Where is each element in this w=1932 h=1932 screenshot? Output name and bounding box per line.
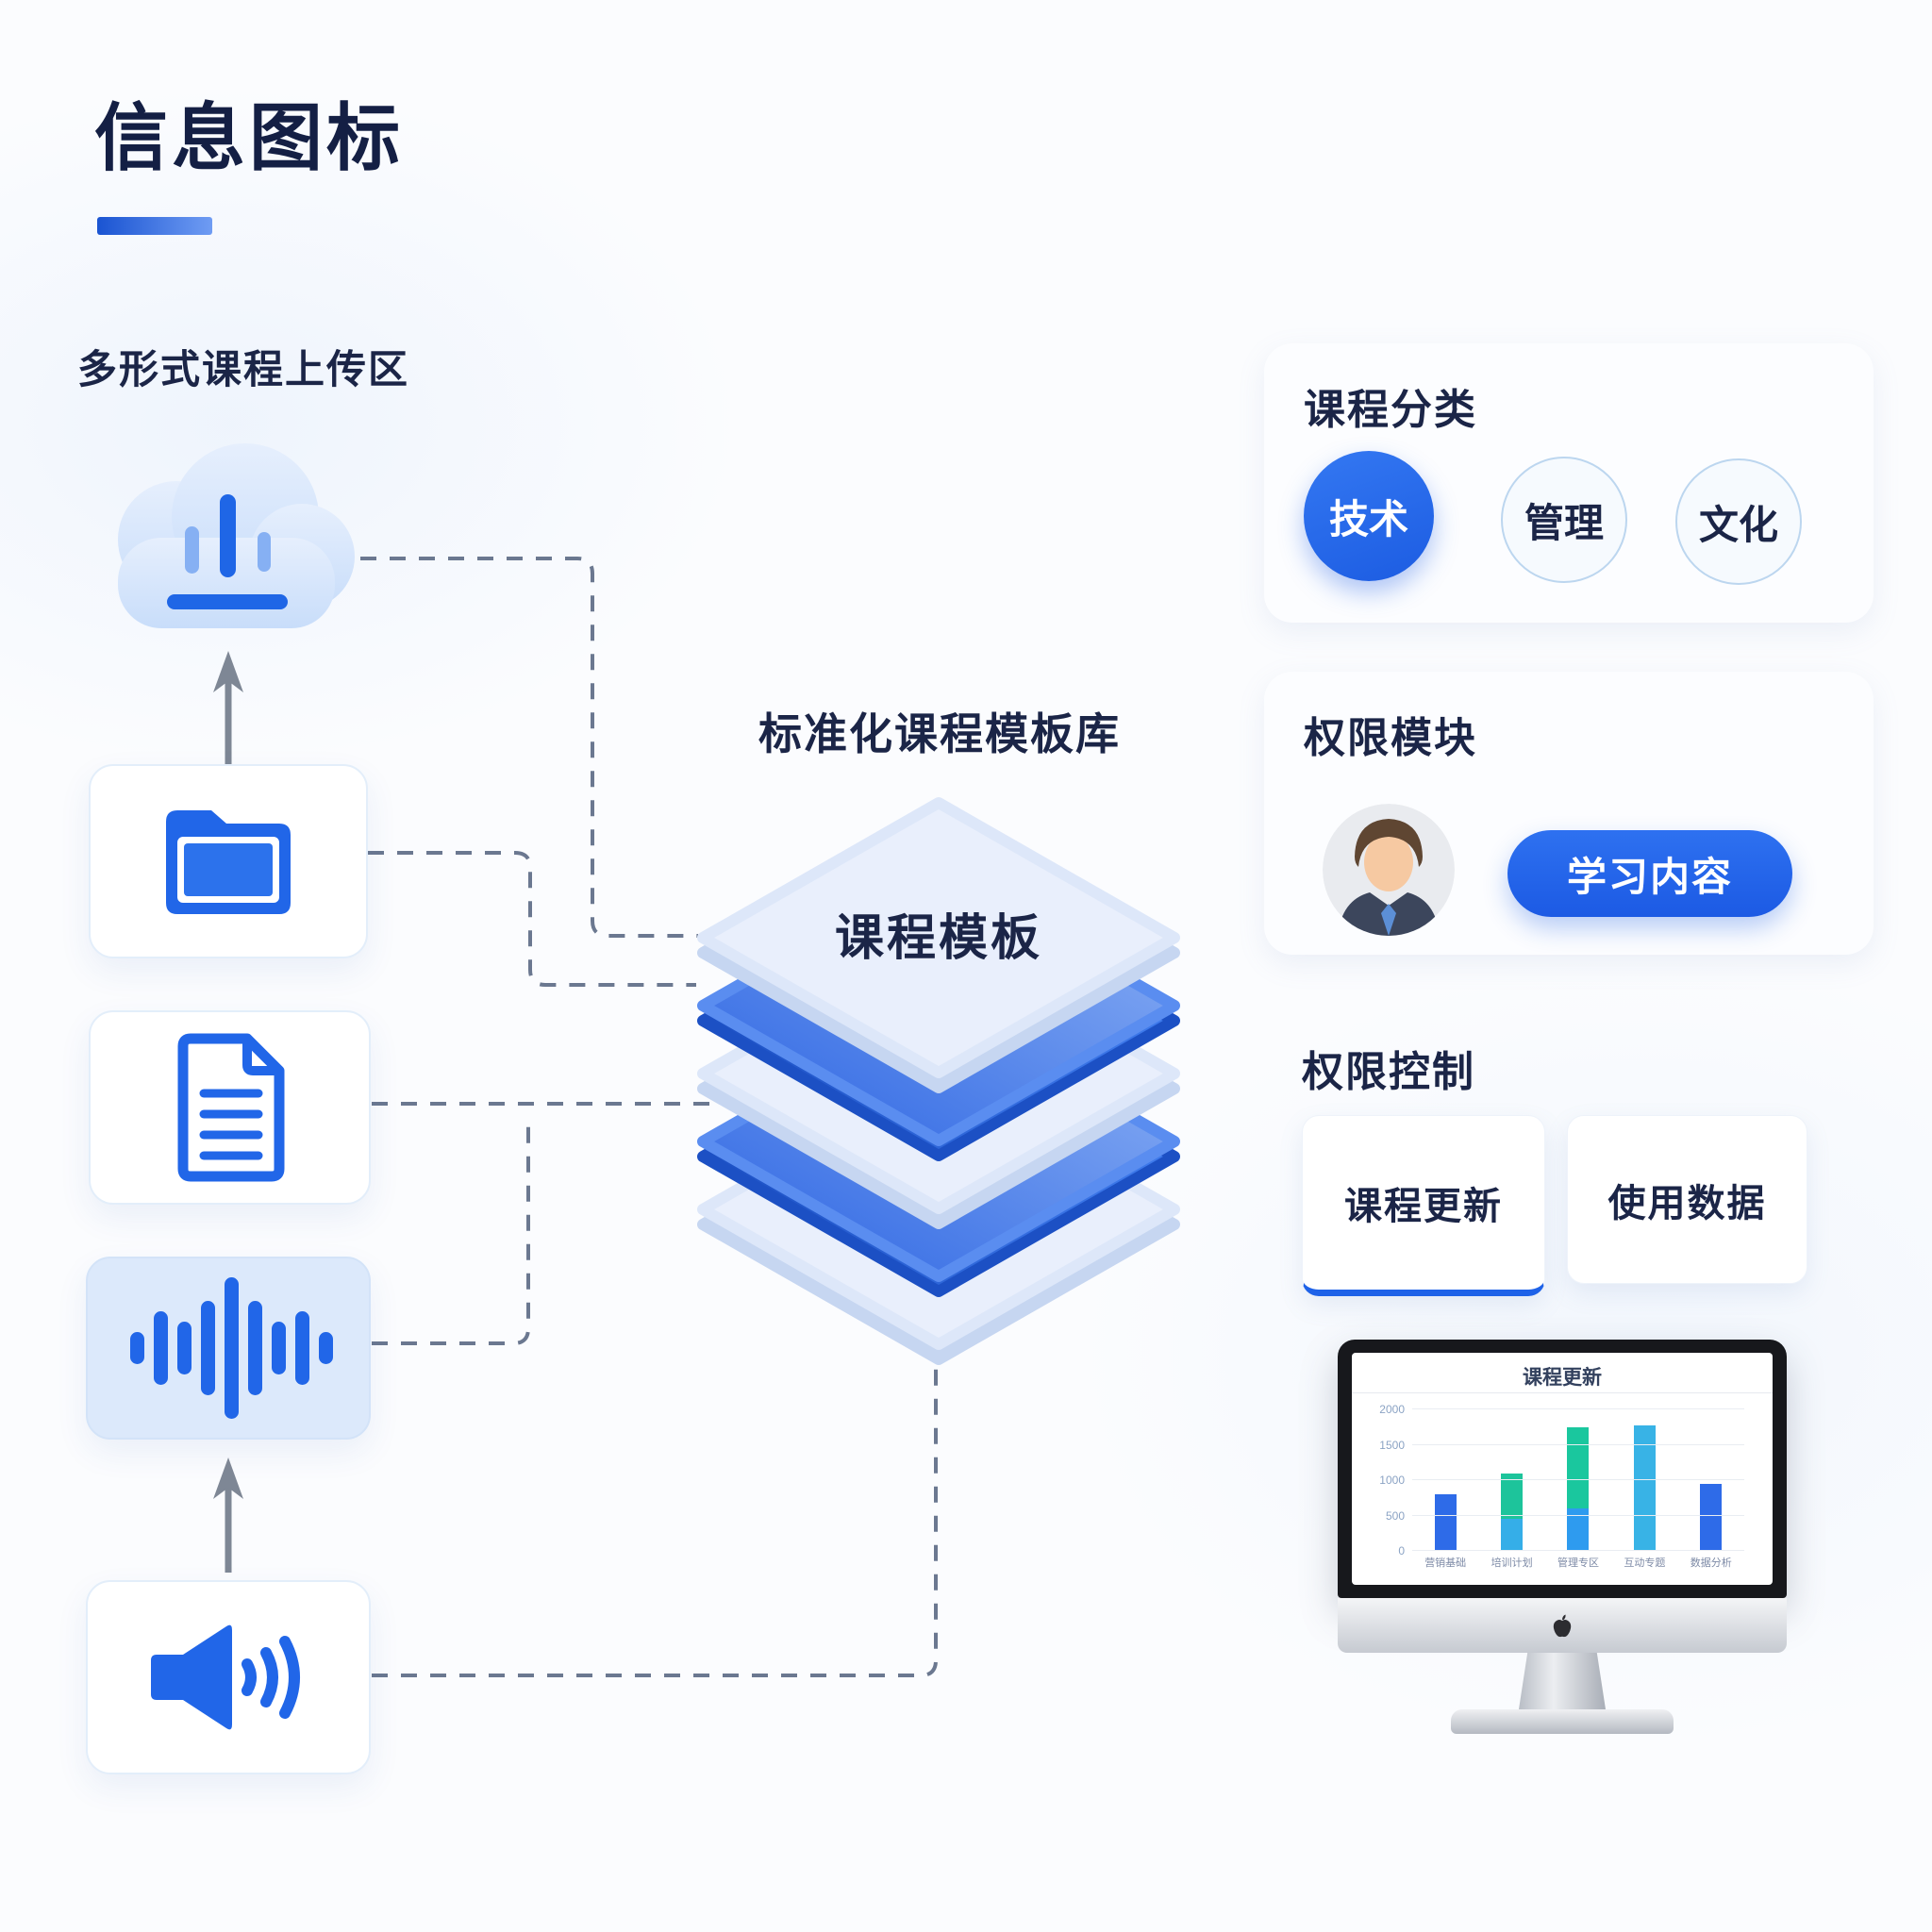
stack-layer-light: [697, 797, 1180, 1078]
document-tile: [89, 1010, 371, 1205]
chart-plot: 0 500 1000 1500 2000: [1379, 1403, 1744, 1557]
apple-logo-icon: [1553, 1614, 1572, 1638]
category-button-management[interactable]: 管理: [1501, 457, 1627, 583]
user-avatar: [1323, 804, 1455, 936]
chart-bar: [1633, 1425, 1656, 1551]
folder-tile: [89, 764, 368, 958]
template-stack: 课程模板: [697, 797, 1180, 1365]
monitor-stand-neck: [1519, 1653, 1606, 1709]
speaker-icon: [150, 1624, 300, 1730]
category-button-tech[interactable]: 技术: [1304, 451, 1434, 581]
speaker-tile: [86, 1580, 371, 1774]
category-label: 技术: [1328, 496, 1408, 541]
tab-label: 使用数据: [1607, 1182, 1767, 1224]
template-library-heading: 标准化课程模板库: [758, 709, 1121, 758]
learning-content-label: 学习内容: [1566, 854, 1733, 899]
monitor-chin: [1338, 1598, 1787, 1653]
audio-tile: [86, 1257, 371, 1440]
cloud-upload-icon: [118, 443, 355, 628]
chart-bar: [1501, 1473, 1524, 1551]
category-button-culture[interactable]: 文化: [1675, 458, 1802, 585]
chart-x-labels: 营销基础 培训计划 管理专区 互动专题 数据分析: [1412, 1555, 1744, 1570]
chart-y-tick: 0: [1398, 1544, 1405, 1557]
chart-y-tick: 2000: [1379, 1403, 1405, 1416]
chart-x-label: 互动专题: [1624, 1557, 1666, 1569]
chart-divider: [1352, 1392, 1773, 1393]
course-categories-heading: 课程分类: [1304, 387, 1477, 433]
permission-module-panel: 权限模块 学习内容: [1264, 672, 1874, 955]
learning-content-button[interactable]: 学习内容: [1507, 830, 1792, 917]
connector-speaker: [372, 1357, 938, 1677]
tab-course-update[interactable]: 课程更新: [1302, 1115, 1545, 1296]
connector-audio: [372, 1117, 530, 1345]
category-label: 管理: [1524, 500, 1604, 545]
tab-label: 课程更新: [1344, 1186, 1503, 1227]
monitor-screen: 课程更新 0 500 1000 1500 2000 营销基础 培训计划 管理专区 互动专题 数据…: [1352, 1353, 1773, 1585]
title-underline: [97, 217, 212, 235]
category-label: 文化: [1698, 502, 1778, 547]
chart-bar: [1700, 1483, 1723, 1551]
stack-top-label: 课程模板: [835, 911, 1042, 966]
document-icon: [177, 1033, 284, 1182]
page-title: 信息图标: [94, 96, 405, 179]
monitor: 课程更新 0 500 1000 1500 2000 营销基础 培训计划 管理专区 互动专题 数据…: [1338, 1340, 1787, 1740]
chart-x-label: 管理专区: [1557, 1557, 1599, 1569]
chart-bar: [1434, 1494, 1457, 1551]
connector-folder: [368, 851, 696, 987]
folder-icon: [166, 810, 291, 914]
tab-usage-data[interactable]: 使用数据: [1567, 1115, 1807, 1284]
permission-control-heading: 权限控制: [1302, 1049, 1475, 1095]
waveform-icon: [130, 1277, 333, 1419]
chart-y-tick: 1500: [1379, 1438, 1405, 1452]
chart-y-tick: 500: [1385, 1508, 1405, 1523]
chart-x-label: 数据分析: [1690, 1557, 1732, 1569]
course-categories-panel: 课程分类 技术 管理 文化: [1264, 343, 1874, 623]
permission-module-heading: 权限模块: [1304, 715, 1477, 761]
upload-zone-heading: 多形式课程上传区: [77, 347, 410, 391]
chart-x-label: 培训计划: [1491, 1557, 1533, 1569]
chart-title: 课程更新: [1523, 1367, 1602, 1389]
chart-bar: [1567, 1426, 1590, 1551]
chart-x-label: 营销基础: [1424, 1557, 1467, 1569]
connector-cloud: [360, 557, 698, 938]
monitor-stand-base: [1451, 1709, 1674, 1734]
arrow-up-icon: [213, 651, 243, 766]
arrow-up-icon: [213, 1457, 243, 1573]
monitor-bezel: 课程更新 0 500 1000 1500 2000 营销基础 培训计划 管理专区 互动专题 数据…: [1338, 1340, 1787, 1598]
chart-y-tick: 1000: [1379, 1474, 1405, 1487]
